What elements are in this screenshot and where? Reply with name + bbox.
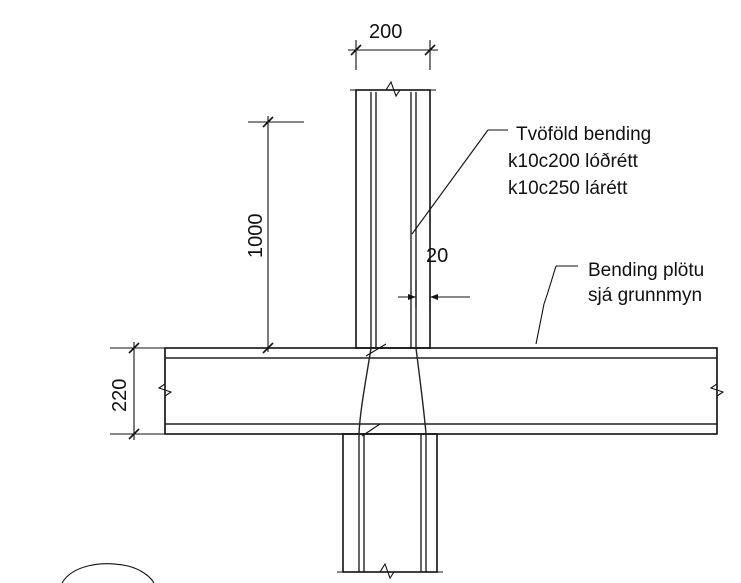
continuous-wall-bars — [358, 343, 427, 437]
cover-label: 20 — [426, 245, 448, 267]
wall-reinforcement-note-line2: k10c200 lóðrétt — [508, 151, 639, 172]
slab-thickness-dimension: 220 — [109, 342, 165, 440]
detail-callout-circle — [61, 563, 155, 583]
wall-thickness-dimension: 200 — [348, 21, 438, 70]
wall-thickness-label: 200 — [369, 21, 402, 43]
slab-reinforcement-note-line2: sjá grunnmyn — [588, 285, 702, 306]
wall-reinforcement-note-line1: Tvöföld bending — [516, 124, 651, 145]
lower-wall — [337, 433, 443, 580]
slab-thickness-label: 220 — [109, 379, 131, 412]
wall-reinforcement-note-line3: k10c250 lárétt — [508, 178, 628, 199]
slab-reinforcement-leader: Bending plötu sjá grunnmyn — [535, 260, 704, 345]
cover-dimension: 20 — [398, 245, 470, 308]
wall-reinforcement-leader: Tvöföld bending k10c200 lóðrétt k10c250 … — [411, 124, 651, 235]
slab-reinforcement-note-line1: Bending plötu — [588, 260, 704, 281]
wall-height-label: 1000 — [245, 214, 267, 259]
wall-height-dimension: 1000 — [245, 116, 356, 354]
upper-wall — [350, 80, 436, 349]
slab — [157, 347, 725, 435]
